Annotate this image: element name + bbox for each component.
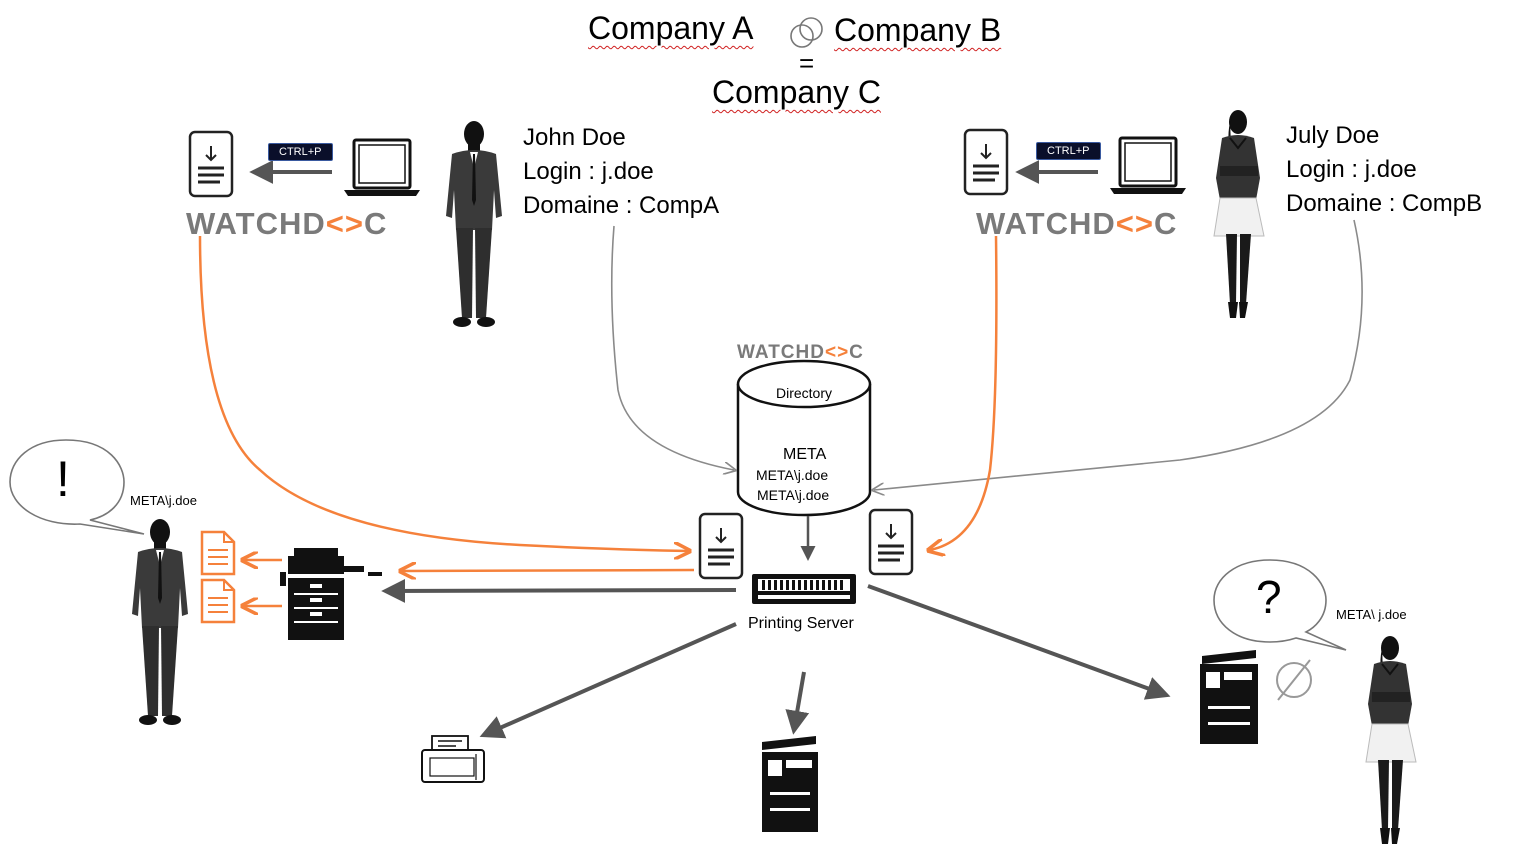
logo-text-part-1: WATCHD: [737, 342, 825, 363]
july-job-flow-line: [930, 235, 998, 550]
server-to-left-mfp-arrow: [381, 578, 737, 603]
queued-job-right-document-icon: [868, 508, 914, 576]
server-to-desk-printer-arrow: [479, 622, 737, 739]
directory-label: Directory: [776, 385, 833, 401]
company-c-label: Company C: [712, 74, 881, 110]
july-laptop-icon: [1108, 136, 1188, 196]
printing-server-icon: [752, 574, 856, 604]
watchdoc-logo-left: WATCHD<>C: [186, 206, 387, 242]
equals-sign: =: [799, 48, 815, 78]
july-print-document-icon: [963, 128, 1009, 196]
logo-chevrons-icon: <>: [1115, 206, 1154, 241]
desk-printer-icon: [421, 735, 485, 783]
bottom-multifunction-printer-icon: [762, 736, 818, 832]
queued-job-left-document-icon: [698, 512, 744, 580]
logo-chevrons-icon: <>: [325, 206, 364, 241]
john-laptop-icon: [342, 138, 422, 198]
directory-entry-1: META\j.doe: [756, 467, 829, 483]
john-login: Login : j.doe: [523, 158, 654, 185]
watchdoc-logo-right: WATCHD<>C: [976, 206, 1177, 242]
question-mark: ?: [1256, 571, 1282, 623]
john-name: John Doe: [523, 124, 626, 151]
right-user-speech-bubble: [1213, 559, 1347, 651]
watchdoc-logo-center: WATCHD<>C: [737, 342, 864, 364]
directory-database-icon: [736, 359, 872, 517]
logo-text-part-2: C: [363, 206, 388, 241]
merge-icon: [790, 17, 823, 48]
john-print-document-icon: [188, 130, 234, 198]
access-denied-icon: [1276, 659, 1312, 701]
july-ctrlp-badge: CTRL+P: [1036, 142, 1101, 160]
logo-text-part-2: C: [1153, 206, 1178, 241]
printing-server-label: Printing Server: [748, 615, 854, 632]
server-to-right-mfp-arrow: [867, 584, 1171, 700]
left-multifunction-printer-icon: [280, 547, 382, 641]
logo-text-part-2: C: [849, 342, 864, 363]
left-user-speech-bubble: [9, 439, 145, 535]
released-document-1-icon: [200, 530, 236, 576]
logo-chevrons-icon: <>: [824, 342, 850, 363]
directory-meta-label: META: [783, 446, 827, 463]
july-doe-silhouette: [1213, 109, 1265, 319]
john-doe-silhouette: [446, 121, 502, 327]
john-job-flow-line: [198, 235, 688, 551]
july-login: Login : j.doe: [1286, 156, 1417, 183]
released-document-2-icon: [200, 578, 236, 624]
july-info: July Doe Login : j.doe Domaine : CompB: [1286, 119, 1482, 221]
right-user-silhouette: [1365, 635, 1417, 845]
john-info: John Doe Login : j.doe Domaine : CompA: [523, 121, 719, 223]
server-to-bottom-mfp-arrow: [785, 671, 810, 735]
right-multifunction-printer-icon: [1200, 650, 1258, 744]
left-user-account: META\j.doe: [130, 493, 197, 508]
exclamation-mark: !: [56, 451, 70, 507]
logo-text-part-1: WATCHD: [976, 206, 1116, 241]
john-ctrlp-badge: CTRL+P: [268, 143, 333, 161]
john-to-directory-line: [610, 225, 734, 470]
server-orange-release-arrow: [402, 570, 695, 571]
john-domain: Domaine : CompA: [523, 192, 720, 219]
left-user-silhouette: [132, 519, 188, 725]
july-name: July Doe: [1286, 122, 1380, 149]
logo-text-part-1: WATCHD: [186, 206, 326, 241]
july-domain: Domaine : CompB: [1286, 190, 1483, 217]
directory-entry-2: META\j.doe: [757, 487, 830, 503]
july-to-directory-line: [874, 219, 1363, 490]
company-a-label: Company A: [588, 10, 754, 46]
right-user-account: META\ j.doe: [1336, 607, 1407, 622]
company-b-label: Company B: [834, 12, 1002, 48]
